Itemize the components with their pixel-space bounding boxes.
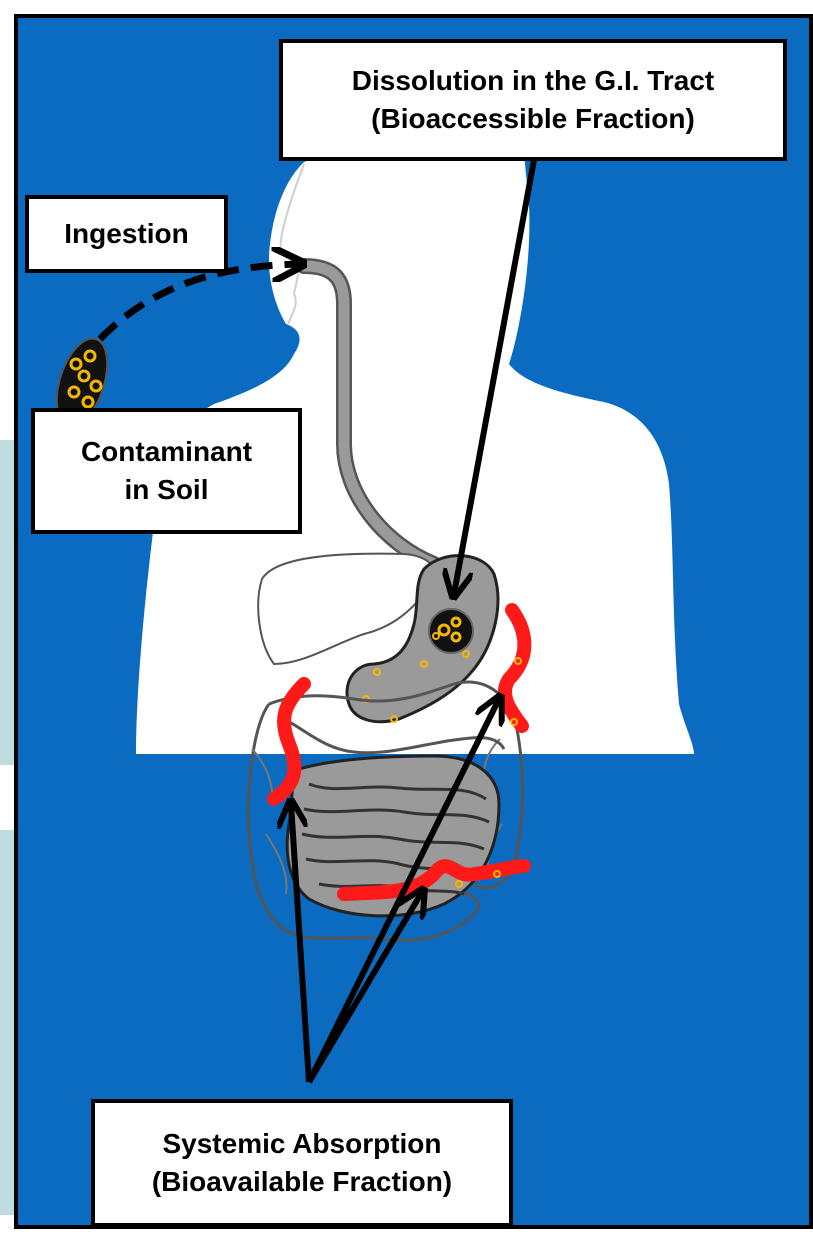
dissolution-label-line1: Dissolution in the G.I. Tract [352, 62, 714, 100]
ingestion-label-text: Ingestion [64, 215, 188, 253]
ingestion-label: Ingestion [25, 195, 228, 273]
diagram-panel: Dissolution in the G.I. Tract (Bioaccess… [14, 14, 813, 1229]
stomach-soil-particle [429, 609, 473, 653]
dissolution-label-line2: (Bioaccessible Fraction) [352, 100, 714, 138]
absorption-label-line1: Systemic Absorption [152, 1125, 452, 1163]
absorption-label: Systemic Absorption (Bioavailable Fracti… [91, 1099, 513, 1227]
absorption-label-line2: (Bioavailable Fraction) [152, 1163, 452, 1201]
contaminant-label: Contaminant in Soil [31, 408, 302, 534]
dissolution-label: Dissolution in the G.I. Tract (Bioaccess… [279, 39, 787, 161]
contaminant-label-line1: Contaminant [81, 433, 252, 471]
contaminant-label-line2: in Soil [81, 471, 252, 509]
